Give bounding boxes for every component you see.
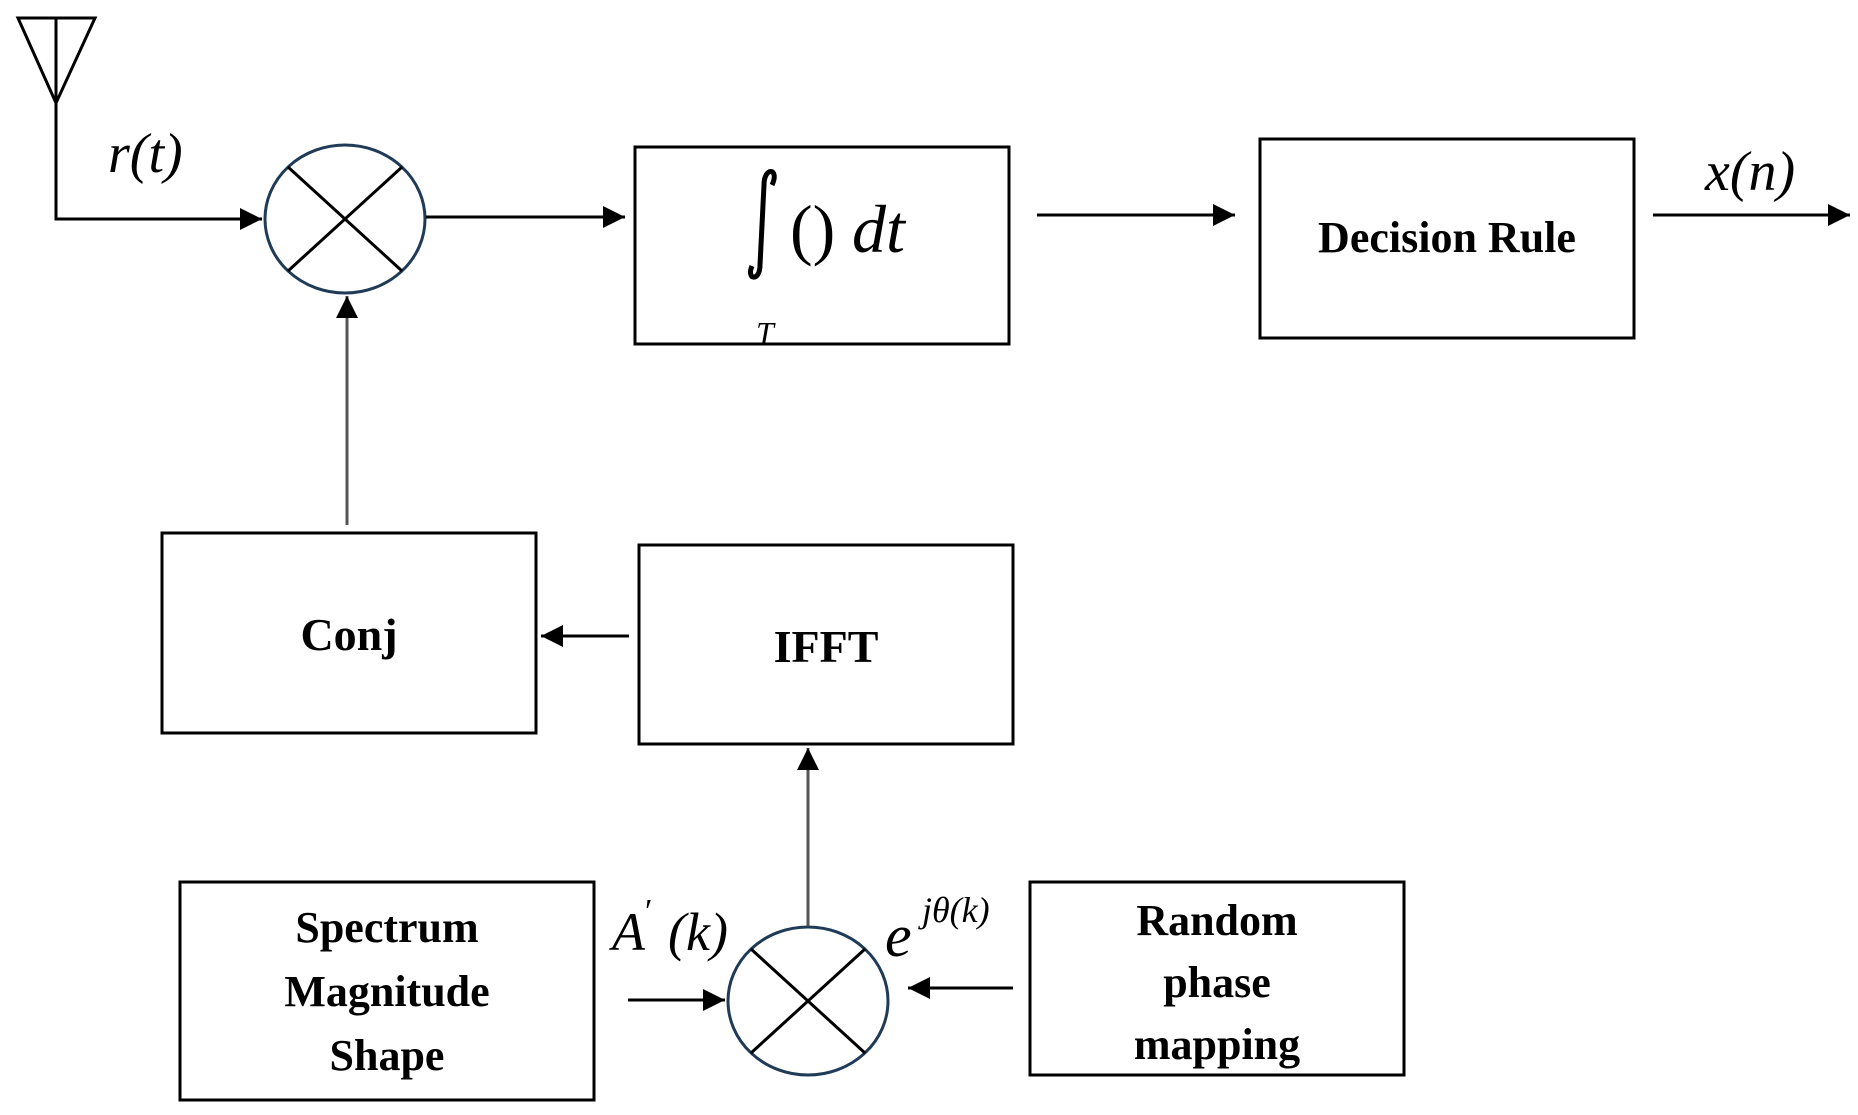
amplitude-label: A ′ (k) [609,893,728,962]
amplitude-arg: (k) [668,902,728,962]
decision-rule-block: Decision Rule [1258,137,1636,340]
antenna-icon [15,16,98,107]
integrator-block: () dt T [633,145,1011,351]
mixer-top [263,143,427,295]
mixer-bottom [726,925,890,1077]
decision-rule-label: Decision Rule [1318,213,1576,262]
conj-block: Conj [160,531,538,735]
amplitude-base: A [609,902,646,962]
phase-exponent: jθ(k) [918,890,990,930]
random-label-line2: phase [1163,958,1271,1007]
ifft-block: IFFT [637,543,1015,746]
random-phase-block: Random phase mapping [1028,880,1406,1077]
spectrum-label-line3: Shape [330,1031,445,1080]
integrator-dt: dt [852,191,907,267]
amplitude-prime: ′ [645,893,652,930]
random-label-line1: Random [1136,896,1297,945]
conj-label: Conj [300,609,397,660]
phase-label: e jθ(k) [885,890,990,969]
antenna-feed-line [54,103,262,230]
random-label-line3: mapping [1134,1020,1300,1069]
spectrum-magnitude-block: Spectrum Magnitude Shape [178,880,596,1102]
phase-base: e [885,903,912,969]
input-signal-label: r(t) [108,123,183,185]
ifft-label: IFFT [774,621,879,672]
spectrum-label-line1: Spectrum [295,903,478,952]
spectrum-label-line2: Magnitude [284,967,489,1016]
integrator-limit: T [756,315,776,351]
output-signal-label: x(n) [1704,141,1795,203]
integrator-paren: () [790,191,835,267]
